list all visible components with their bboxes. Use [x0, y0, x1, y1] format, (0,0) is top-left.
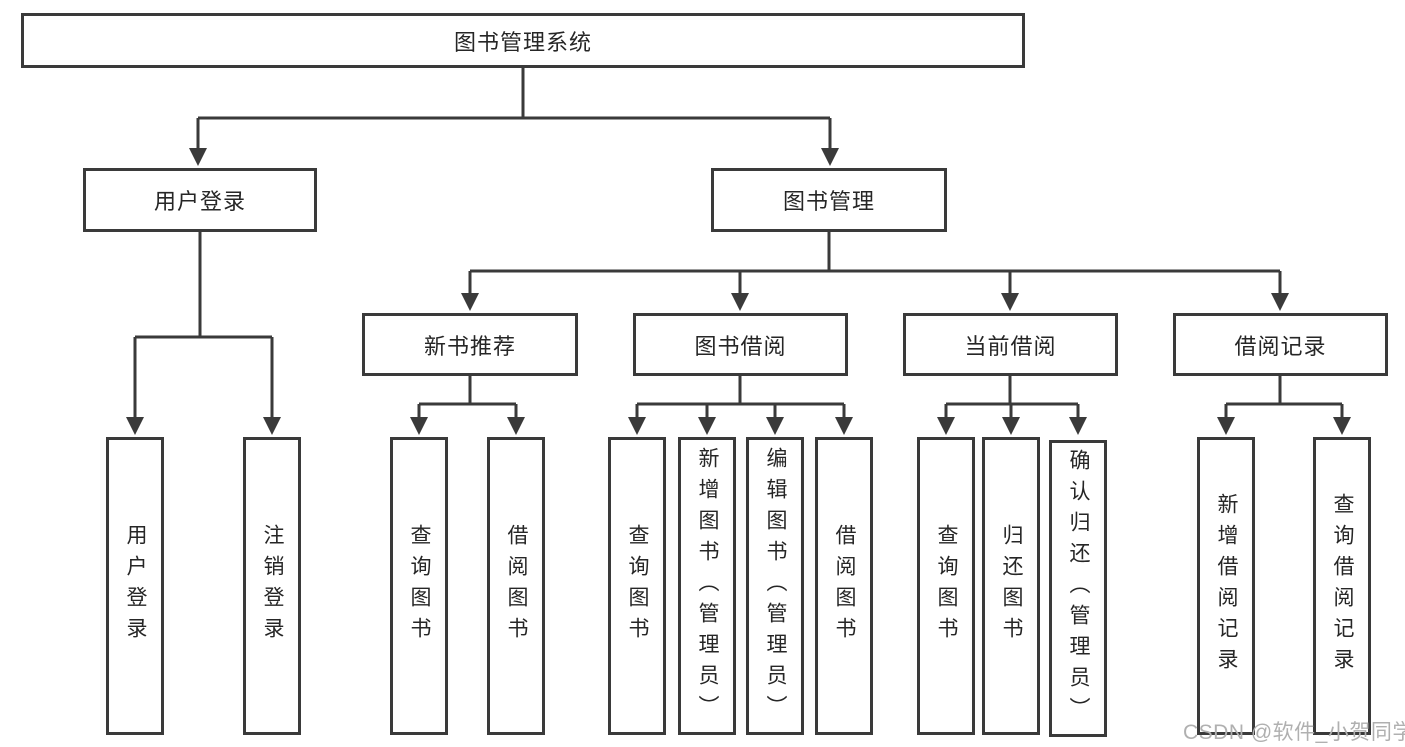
node-library-management-system: 图书管理系统	[21, 13, 1025, 68]
arrowhead-icon	[698, 417, 716, 435]
csdn-watermark: CSDN @软件_小贺同学	[1183, 721, 1405, 744]
connector-book-management-children	[468, 232, 1282, 295]
arrowhead-icon	[1069, 417, 1087, 435]
connector-current-borrow-children	[944, 376, 1080, 419]
node-add-books-admin: 新增图书（管理员）	[678, 437, 736, 735]
line	[196, 68, 832, 150]
node-edit-books-admin: 编辑图书（管理员）	[746, 437, 804, 735]
arrowheads	[126, 148, 1351, 435]
node-book-management: 图书管理	[711, 168, 947, 232]
arrowhead-icon	[126, 417, 144, 435]
connector-borrow-records-children	[1224, 376, 1344, 419]
node-return-books: 归还图书	[982, 437, 1040, 735]
connector-root-to-level2	[196, 68, 832, 150]
line	[1224, 376, 1344, 419]
line	[468, 232, 1282, 295]
arrowhead-icon	[766, 417, 784, 435]
node-query-books-current: 查询图书	[917, 437, 975, 735]
node-user-login-group: 用户登录	[83, 168, 317, 232]
node-current-borrow: 当前借阅	[903, 313, 1118, 376]
arrowhead-icon	[731, 293, 749, 311]
node-query-borrow-record: 查询借阅记录	[1313, 437, 1371, 735]
arrowhead-icon	[507, 417, 525, 435]
node-query-books-recommend: 查询图书	[390, 437, 448, 735]
arrowhead-icon	[628, 417, 646, 435]
node-logout: 注销登录	[243, 437, 301, 735]
line	[635, 376, 846, 419]
line	[133, 232, 274, 419]
node-borrow-records: 借阅记录	[1173, 313, 1388, 376]
arrowhead-icon	[1271, 293, 1289, 311]
arrowhead-icon	[263, 417, 281, 435]
arrowhead-icon	[410, 417, 428, 435]
arrowhead-icon	[821, 148, 839, 166]
node-user-login: 用户登录	[106, 437, 164, 735]
arrowhead-icon	[1002, 417, 1020, 435]
node-query-books-borrow: 查询图书	[608, 437, 666, 735]
arrowhead-icon	[1001, 293, 1019, 311]
arrowhead-icon	[937, 417, 955, 435]
connector-new-book-recommend-children	[417, 376, 518, 419]
connector-user-login-children	[133, 232, 274, 419]
connector-book-borrow-children	[635, 376, 846, 419]
arrowhead-icon	[189, 148, 207, 166]
arrowhead-icon	[835, 417, 853, 435]
node-book-borrow: 图书借阅	[633, 313, 848, 376]
node-confirm-return-admin: 确认归还（管理员）	[1049, 440, 1107, 737]
node-borrow-books-recommend: 借阅图书	[487, 437, 545, 735]
arrowhead-icon	[461, 293, 479, 311]
node-add-borrow-record: 新增借阅记录	[1197, 437, 1255, 735]
line	[944, 376, 1080, 419]
node-borrow-books: 借阅图书	[815, 437, 873, 735]
line	[417, 376, 518, 419]
node-new-book-recommend: 新书推荐	[362, 313, 578, 376]
arrowhead-icon	[1217, 417, 1235, 435]
arrowhead-icon	[1333, 417, 1351, 435]
